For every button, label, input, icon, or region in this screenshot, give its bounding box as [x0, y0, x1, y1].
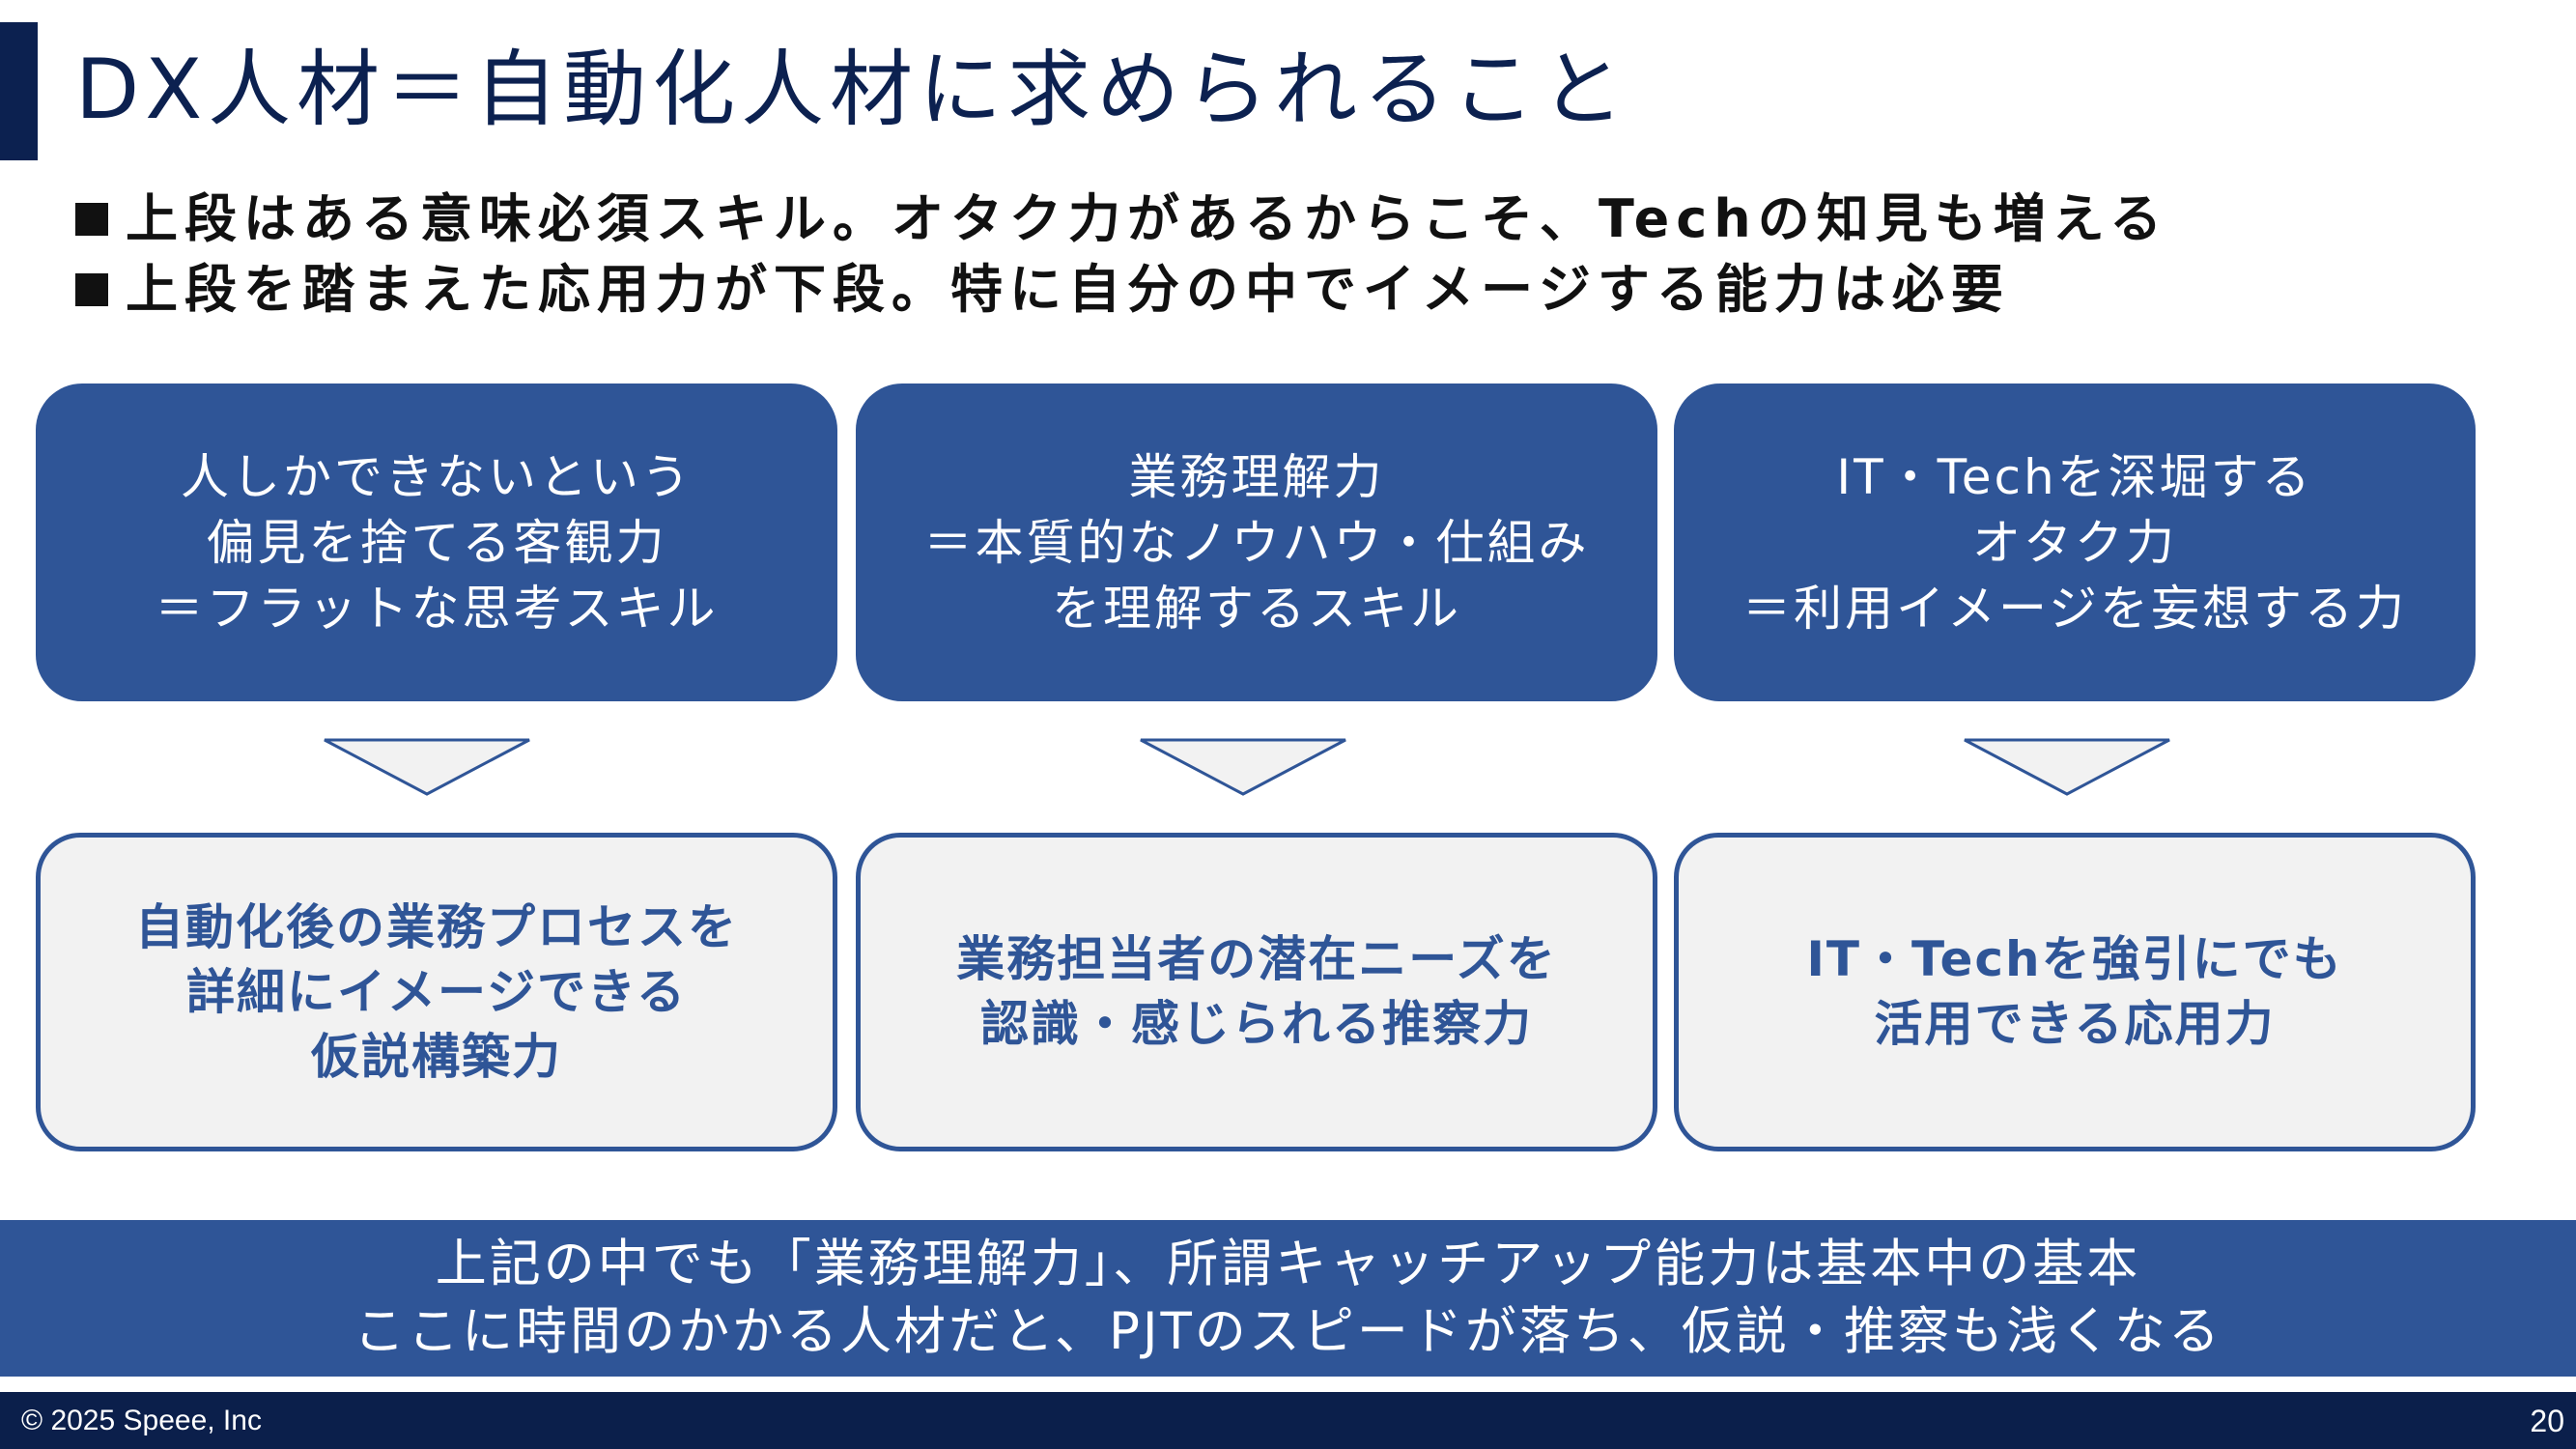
black-square-bullet-icon: [75, 272, 108, 306]
box-line: を理解するスキル: [1052, 580, 1461, 637]
box-line: IT・Techを強引にでも: [1806, 931, 2343, 987]
page-title: DX人材＝自動化人材に求められること: [75, 42, 1630, 138]
applied-box-hypothesis: 自動化後の業務プロセスを 詳細にイメージできる 仮説構築力: [36, 833, 837, 1151]
bullet-text: 上段はある意味必須スキル。オタク力があるからこそ、Techの知見も増える: [126, 188, 2169, 249]
box-line: 業務担当者の潜在ニーズを: [956, 931, 1557, 987]
down-triangle-arrow-icon: [1139, 738, 1347, 796]
banner-line: 上記の中でも「業務理解力」、所謂キャッチアップ能力は基本中の基本: [435, 1235, 2141, 1293]
footer: © 2025 Speee, Inc 20: [0, 1392, 2576, 1449]
skill-box-objectivity: 人しかできないという 偏見を捨てる客観力 ＝フラットな思考スキル: [36, 384, 837, 701]
box-line: 業務理解力: [1128, 448, 1385, 505]
box-line: 活用できる応用力: [1874, 996, 2276, 1052]
applied-box-inference: 業務担当者の潜在ニーズを 認識・感じられる推察力: [856, 833, 1657, 1151]
box-line: ＝本質的なノウハウ・仕組み: [923, 514, 1590, 571]
box-line: 詳細にイメージできる: [186, 963, 687, 1020]
box-line: ＝フラットな思考スキル: [155, 580, 719, 637]
applied-box-application: IT・Techを強引にでも 活用できる応用力: [1674, 833, 2476, 1151]
box-line: オタク力: [1972, 514, 2177, 571]
banner-line: ここに時間のかかる人材だと、PJTのスピードが落ち、仮説・推察も浅くなる: [354, 1302, 2222, 1361]
bullet-text: 上段を踏まえた応用力が下段。特に自分の中でイメージする能力は必要: [126, 259, 2010, 320]
box-line: 自動化後の業務プロセスを: [135, 898, 738, 955]
page-number: 20: [2530, 1404, 2564, 1438]
box-line: IT・Techを深堀する: [1836, 448, 2313, 505]
black-square-bullet-icon: [75, 202, 108, 236]
box-line: ＝利用イメージを妄想する力: [1742, 580, 2407, 637]
skill-box-otaku-power: IT・Techを深堀する オタク力 ＝利用イメージを妄想する力: [1674, 384, 2476, 701]
title-accent-bar: [0, 22, 38, 160]
bullet-item: 上段を踏まえた応用力が下段。特に自分の中でイメージする能力は必要: [75, 254, 2168, 325]
copyright: © 2025 Speee, Inc: [21, 1405, 262, 1436]
down-triangle-arrow-icon: [1963, 738, 2171, 796]
skill-box-business-understanding: 業務理解力 ＝本質的なノウハウ・仕組み を理解するスキル: [856, 384, 1657, 701]
box-line: 仮説構築力: [311, 1028, 562, 1085]
summary-banner: 上記の中でも「業務理解力」、所謂キャッチアップ能力は基本中の基本 ここに時間のか…: [0, 1220, 2576, 1377]
bullet-list: 上段はある意味必須スキル。オタク力があるからこそ、Techの知見も増える 上段を…: [75, 184, 2168, 325]
box-line: 認識・感じられる推察力: [980, 996, 1533, 1052]
down-triangle-arrow-icon: [323, 738, 531, 796]
box-line: 偏見を捨てる客観力: [206, 514, 667, 571]
box-line: 人しかできないという: [181, 448, 693, 505]
bullet-item: 上段はある意味必須スキル。オタク力があるからこそ、Techの知見も増える: [75, 184, 2168, 254]
